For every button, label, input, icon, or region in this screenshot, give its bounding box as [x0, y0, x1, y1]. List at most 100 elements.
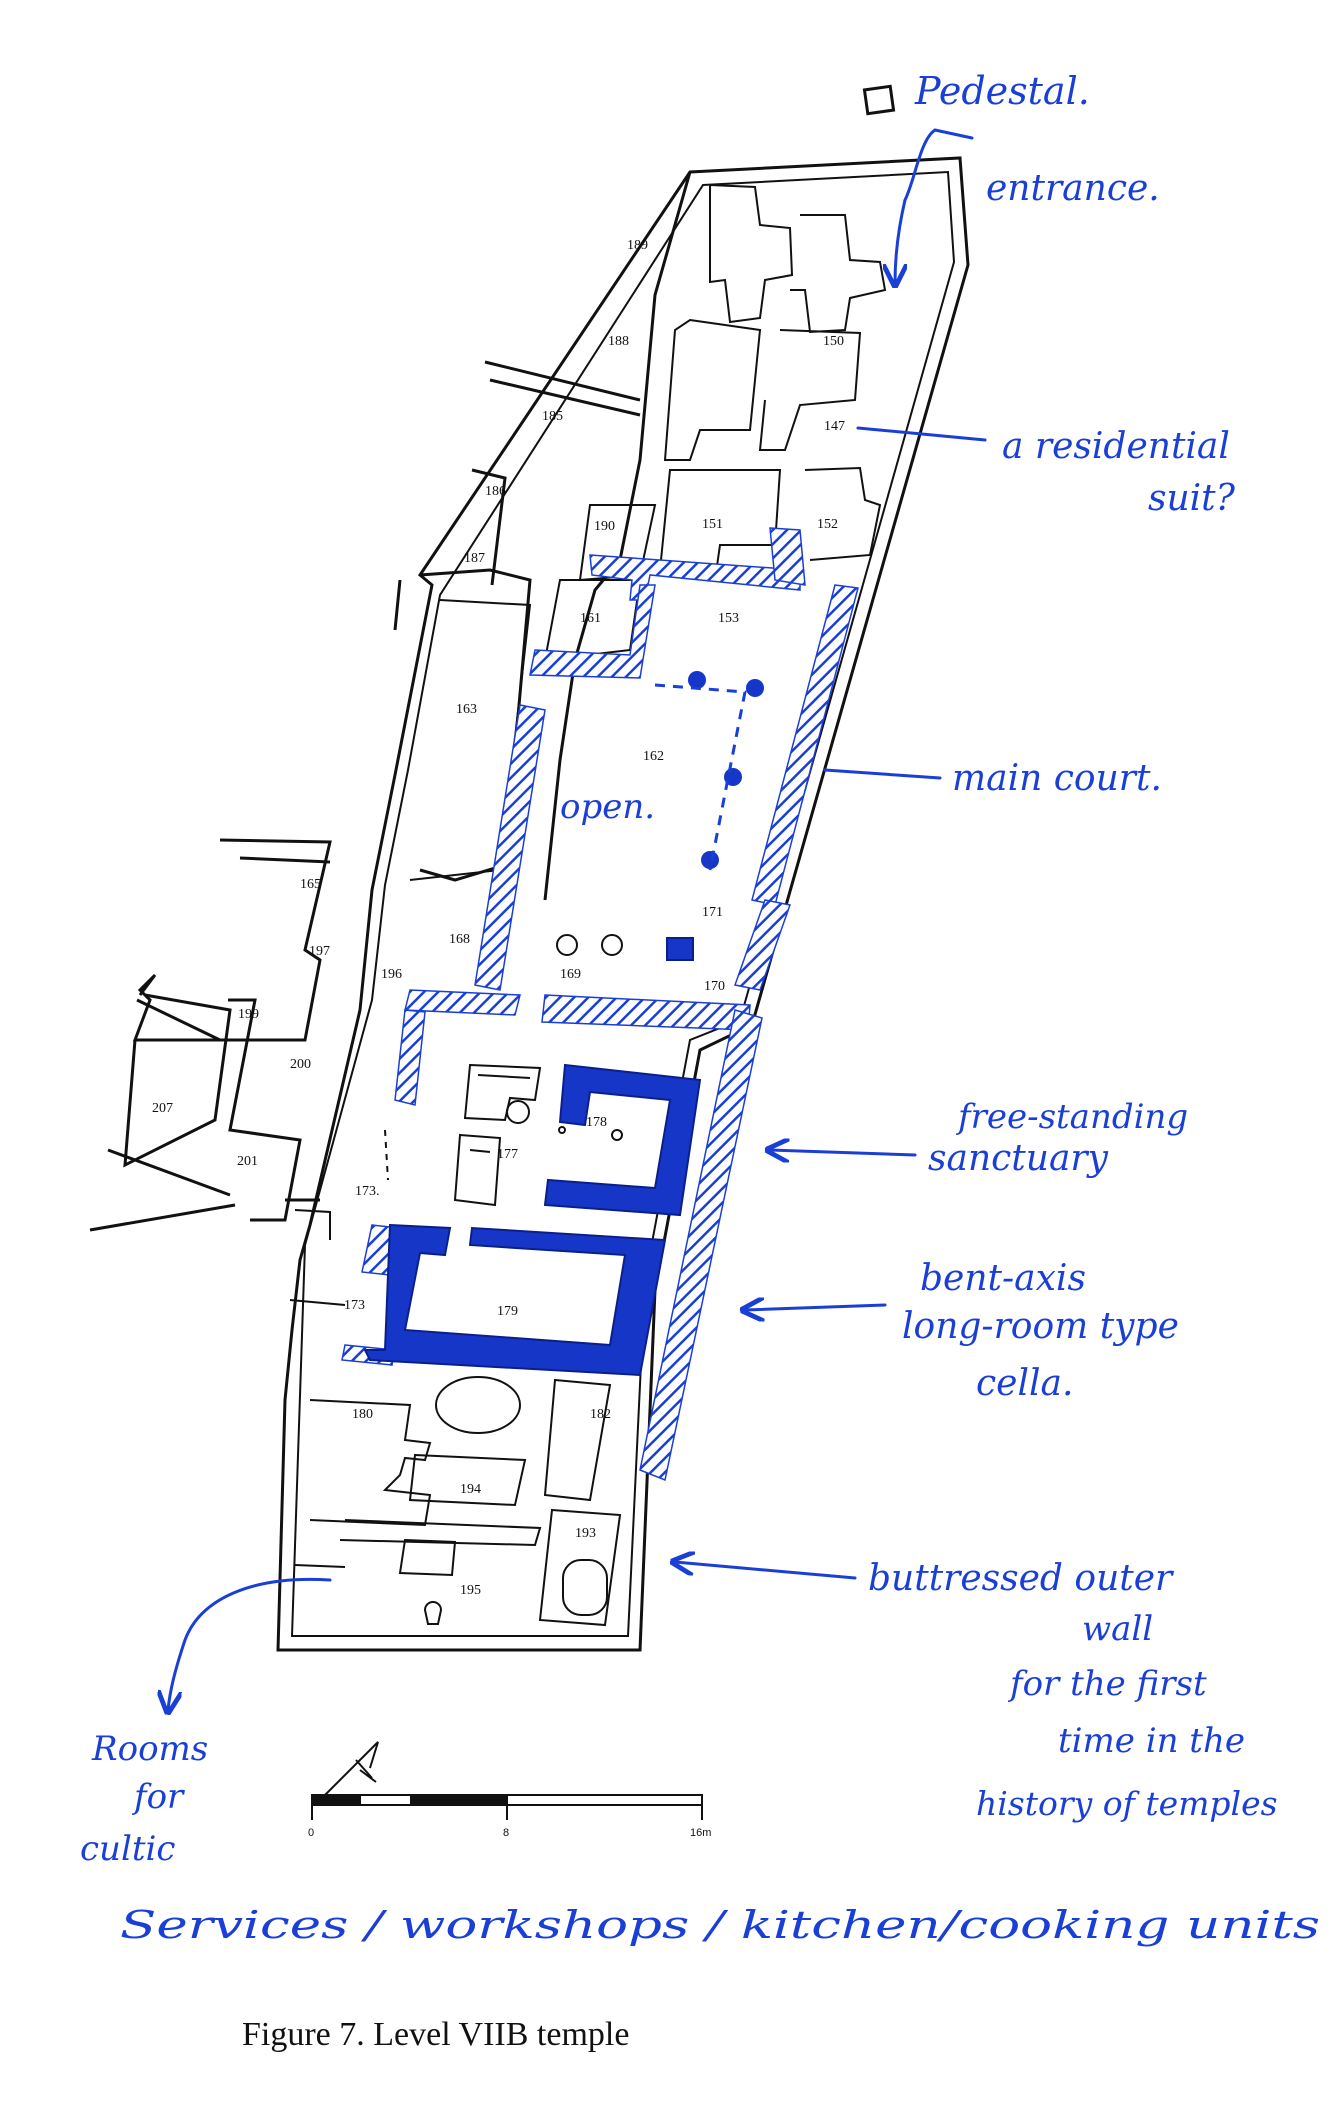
room-labels: 189 188 185 186 187 150 147 190 151 152 … [152, 238, 845, 1598]
court-hatch-north [589, 554, 801, 601]
column-base-1 [556, 934, 578, 956]
annotation-buttressed-2: wall [1082, 1609, 1153, 1649]
rooms-for-arrow [168, 1577, 332, 1710]
annotation-bent-axis-2: long-room type [902, 1306, 1179, 1347]
room-label: 150 [823, 334, 844, 349]
annotation-buttressed-1: buttressed outer [868, 1558, 1174, 1599]
room-180-walls [309, 1399, 432, 1527]
north-arrow [319, 1741, 379, 1801]
annotation-bent-axis-1: bent-axis [920, 1258, 1086, 1299]
room-195-hearth [423, 1601, 443, 1625]
room-label: 177 [497, 1147, 518, 1162]
sanctuary-small-circle [611, 1129, 623, 1141]
court-hatch-east [751, 584, 859, 906]
oven-180 [435, 1376, 521, 1434]
room-label: 207 [152, 1101, 173, 1116]
room-label: 178 [586, 1115, 607, 1130]
scale-bar: 0 8 16m [308, 1794, 711, 1839]
annotation-bent-axis-3: cella. [976, 1363, 1073, 1404]
room-label: 162 [643, 749, 664, 764]
room-label: 193 [575, 1526, 596, 1541]
room-label: 182 [590, 1407, 611, 1422]
room-193-walls [538, 1508, 622, 1627]
annotation-buttressed-3: for the first [1007, 1664, 1207, 1704]
annotation-rooms-for-1: Rooms [91, 1729, 208, 1769]
annotation-services: Services / workshops / kitchen/cooking u… [120, 1903, 1320, 1947]
entrance-arrow [895, 128, 974, 283]
residential-leader [856, 426, 987, 442]
west-annex [132, 838, 332, 1042]
room-185-wall [484, 360, 641, 417]
sanctuary-dot [558, 1126, 566, 1134]
pedestal-square [862, 84, 896, 116]
outer-wall-outline [276, 156, 970, 1652]
annotation-main-court: main court. [952, 758, 1162, 799]
annex-outer-lines [89, 998, 320, 1232]
annotation-residential-2: suit? [1148, 478, 1236, 519]
room-label: 190 [594, 519, 615, 534]
room-label: 200 [290, 1057, 311, 1072]
outer-hatch-east [639, 1009, 763, 1482]
room-195-walls [294, 1538, 457, 1577]
court-column-dot-1 [688, 671, 706, 689]
room-label: 163 [456, 702, 477, 717]
room-label: 194 [460, 1482, 481, 1497]
inner-wall-outline [290, 170, 956, 1637]
annotation-entrance: entrance. [986, 168, 1160, 209]
room-label: 195 [460, 1583, 481, 1598]
room-label: 171 [702, 905, 723, 920]
room-label: 152 [817, 517, 838, 532]
room-label: 180 [352, 1407, 373, 1422]
room-label: 169 [560, 967, 581, 982]
room-label: 151 [702, 517, 723, 532]
room-173-walls [289, 1209, 346, 1306]
sanctuary-round-feature [506, 1100, 530, 1124]
room-label: 168 [449, 932, 470, 947]
pedestal-170 [666, 937, 694, 961]
handwritten-annotations: Pedestal. entrance. a residential suit? … [80, 69, 1320, 1947]
court-column-line [654, 683, 747, 871]
annotation-rooms-for-3: cultic [80, 1829, 175, 1869]
court-hatch-west-161 [529, 584, 656, 679]
sanctuary-arrow [770, 1150, 917, 1155]
annotation-rooms-for-2: for [131, 1777, 185, 1817]
main-court-leader [823, 768, 942, 780]
annotation-buttressed-4: time in the [1058, 1721, 1245, 1761]
room-label: 186 [485, 484, 506, 499]
figure-caption: Figure 7. Level VIIB temple [242, 2016, 629, 2053]
room-label: 196 [381, 967, 402, 982]
court-hatch-northeast [769, 527, 806, 586]
scale-tick-0: 0 [308, 1827, 314, 1839]
court-column-dot-4 [701, 851, 719, 869]
room-label: 197 [309, 944, 330, 959]
court-column-dot-2 [746, 679, 764, 697]
sanctuary-hatch-north-a [404, 989, 521, 1016]
room-label: 165 [300, 877, 321, 892]
room-label: 187 [464, 551, 485, 566]
room-187-wall [471, 468, 507, 586]
court-hatch-170 [734, 899, 791, 991]
buttressed-arrow [675, 1562, 857, 1580]
column-base-2 [601, 934, 623, 956]
room-label: 147 [824, 419, 845, 434]
sanctuary-hatch-west [394, 1009, 426, 1106]
scale-tick-8: 8 [503, 1827, 509, 1839]
annotation-residential-1: a residential [1002, 426, 1230, 467]
room-196-door [384, 1129, 389, 1181]
room-label: 188 [608, 334, 629, 349]
scale-tick-16: 16m [690, 1827, 711, 1839]
court-hatch-west [474, 704, 546, 991]
annotation-open: open. [560, 787, 655, 827]
west-wing-wall-2 [393, 579, 402, 631]
room-182-walls [543, 1378, 612, 1502]
annotation-pedestal: Pedestal. [914, 69, 1090, 113]
annotation-free-standing-2: sanctuary [928, 1138, 1109, 1179]
sanctuary-furnishing-1 [463, 1063, 542, 1122]
room-label: 161 [580, 611, 601, 626]
north-rooms [578, 183, 887, 582]
room-label: 201 [237, 1154, 258, 1169]
sanctuary-furnishing-2 [453, 1133, 502, 1207]
room-194-walls [339, 1453, 542, 1547]
room-label: 153 [718, 611, 739, 626]
